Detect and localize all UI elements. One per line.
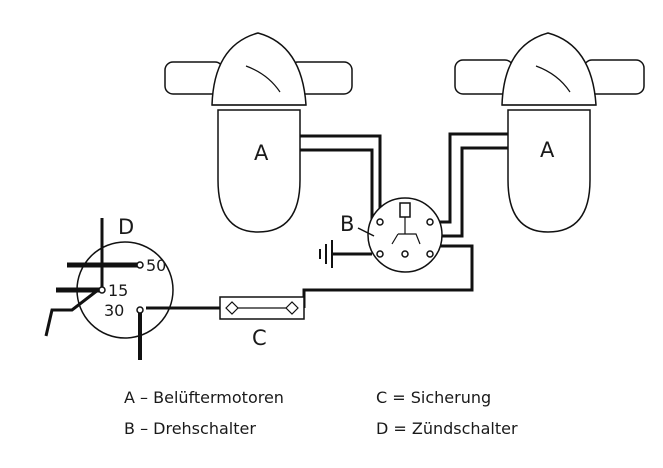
legend-c: C = Sicherung: [376, 388, 491, 407]
wiring: [146, 132, 508, 310]
wire-motor-right-lower: [440, 146, 508, 238]
blower-motor-left: A: [164, 32, 353, 233]
blower-motor-right: A: [454, 32, 645, 233]
switch-body: [367, 197, 443, 273]
ignition-term-15: 15: [108, 281, 128, 300]
motor-left-label: A: [254, 141, 269, 165]
ignition-wire-15: [44, 288, 99, 337]
fuse-cap-right: [285, 301, 299, 315]
legend-a: A – Belüftermotoren: [124, 388, 284, 407]
fuse-label: C: [252, 326, 267, 350]
switch-internal: [391, 217, 421, 245]
switch-label: B: [340, 212, 354, 236]
motor-right-housing: [501, 32, 597, 106]
fuse: C: [219, 296, 305, 350]
legend-b: B – Drehschalter: [124, 419, 256, 438]
motor-left-housing: [211, 32, 307, 106]
rotary-switch: B: [340, 197, 443, 273]
wire-motor-left-upper: [300, 134, 382, 218]
motor-left-body: [217, 109, 301, 233]
motor-left-arc: [245, 65, 281, 93]
motor-right-arc: [535, 65, 571, 93]
legend-d: D = Zündschalter: [376, 419, 518, 438]
wire-motor-right-upper: [438, 132, 508, 224]
switch-bulb: [399, 202, 411, 218]
ignition-term-50: 50: [146, 256, 166, 275]
ignition-term-30: 30: [104, 301, 124, 320]
ignition-label: D: [118, 215, 134, 239]
motor-right-label: A: [540, 138, 555, 162]
ground-symbol: [319, 240, 333, 268]
legend: A – Belüftermotoren B – Drehschalter C =…: [124, 388, 518, 438]
motor-right-body: [507, 109, 591, 233]
ignition-switch: D 50 15 30: [44, 215, 174, 360]
